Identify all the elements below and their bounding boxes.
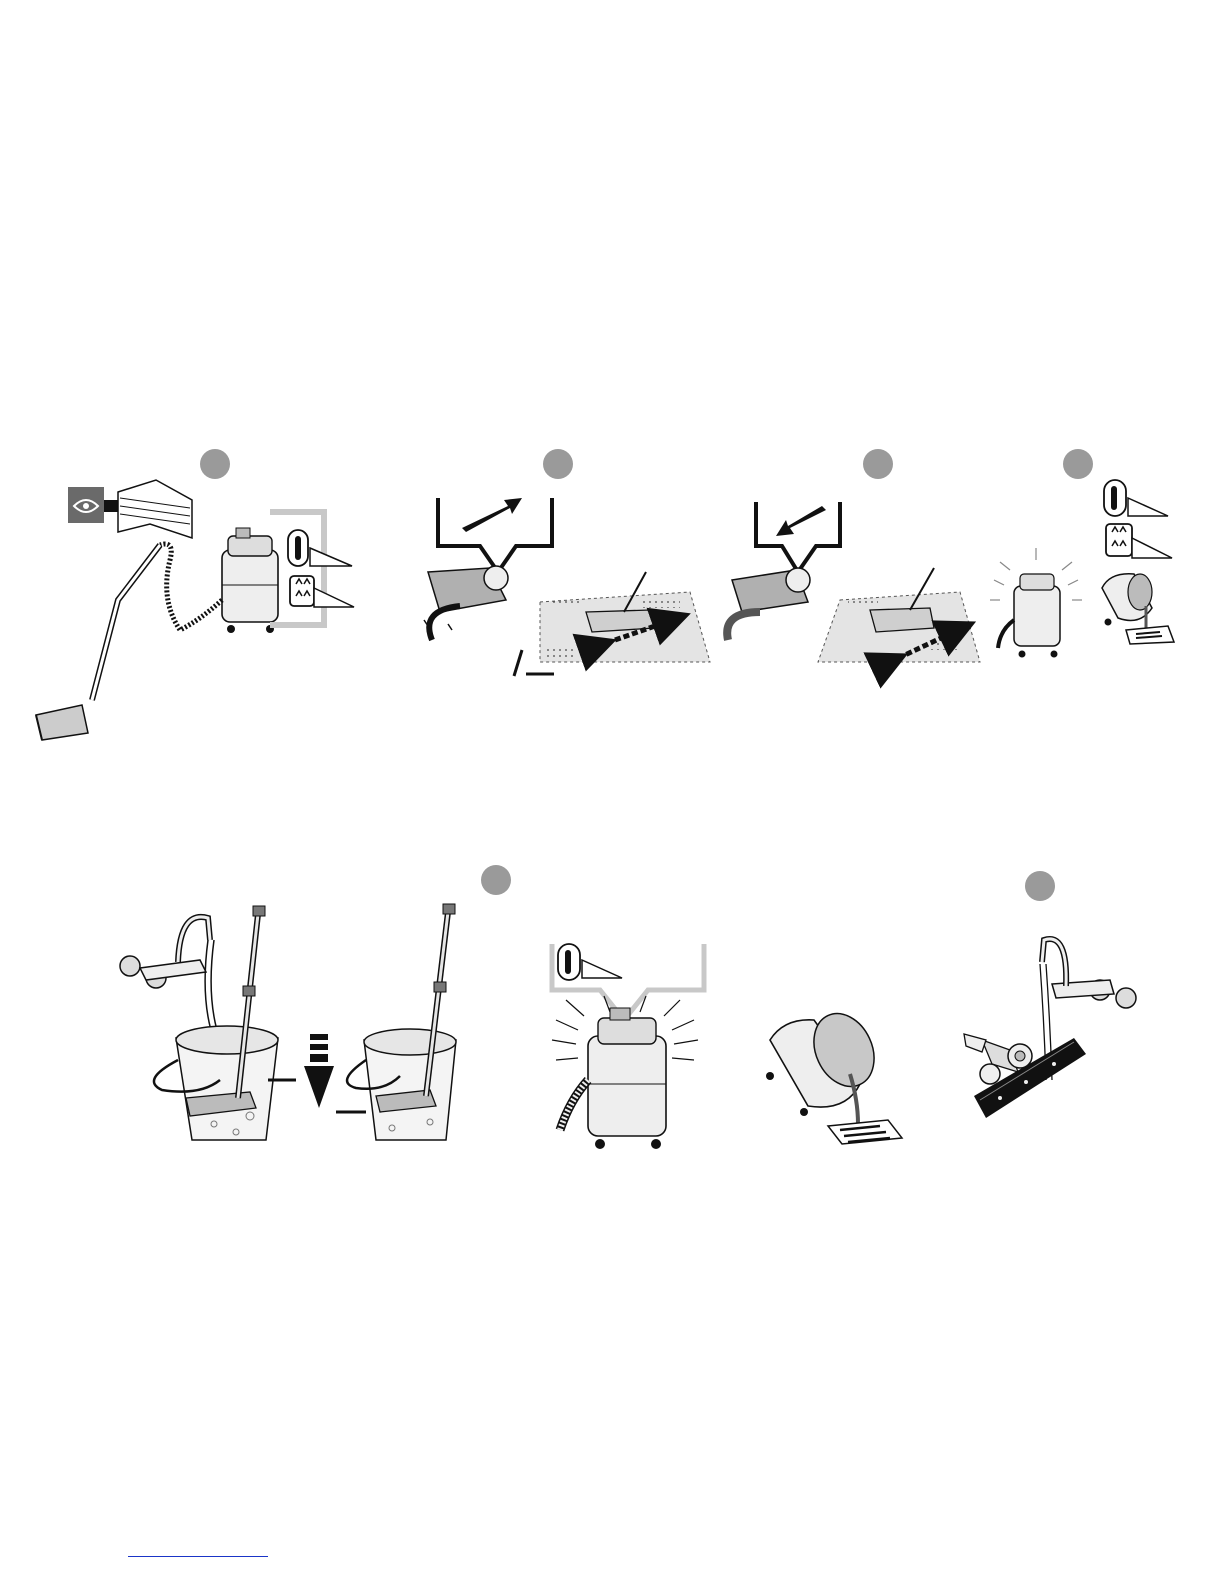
step-2-nozzle-forward <box>424 449 710 676</box>
arrow-icon <box>304 1034 334 1108</box>
step-4-turn-off-and-empty <box>990 449 1174 658</box>
empty-tank-scene <box>766 1004 902 1144</box>
floor-nozzle <box>964 1034 1086 1118</box>
arrow-icon <box>462 498 522 532</box>
nozzle-callout-frame <box>756 502 840 572</box>
bucket <box>347 904 456 1140</box>
step-3-nozzle-backward <box>727 449 980 662</box>
nozzle-callout-frame <box>438 498 552 572</box>
power-switch-icon <box>288 530 352 566</box>
drain-grate <box>1126 626 1174 644</box>
floor-nozzle <box>424 566 508 640</box>
vacuum-cleaner <box>552 996 698 1149</box>
vacuum-cleaner <box>222 528 278 633</box>
step-marker-5 <box>481 865 511 895</box>
read-manual-icon <box>68 480 192 538</box>
vacuum-cleaner <box>990 548 1082 658</box>
floor-nozzle <box>36 705 88 740</box>
step-marker-4 <box>1063 449 1093 479</box>
step-6-rinse-nozzle <box>964 871 1136 1118</box>
step-5-turn-off <box>481 865 704 1149</box>
bucket-rinse-scene <box>120 904 456 1140</box>
footer-rule <box>128 1556 268 1557</box>
control-panel-callout <box>270 512 354 625</box>
tank-emptying <box>1102 574 1174 644</box>
power-switch-icon <box>558 944 622 980</box>
step-1-setup <box>36 449 354 740</box>
step-marker-2 <box>543 449 573 479</box>
carpet-area <box>540 572 710 662</box>
water-mode-icon <box>1106 524 1172 558</box>
drain-grate <box>828 1120 902 1144</box>
carpet-area <box>818 568 980 662</box>
power-switch-icon <box>1104 480 1168 516</box>
step-marker-6 <box>1025 871 1055 901</box>
vacuum-hose <box>92 544 222 700</box>
faucet <box>120 917 220 1040</box>
step-marker-3 <box>863 449 893 479</box>
arrow-icon <box>776 506 826 536</box>
floor-nozzle <box>727 568 810 640</box>
step-marker-1 <box>200 449 230 479</box>
